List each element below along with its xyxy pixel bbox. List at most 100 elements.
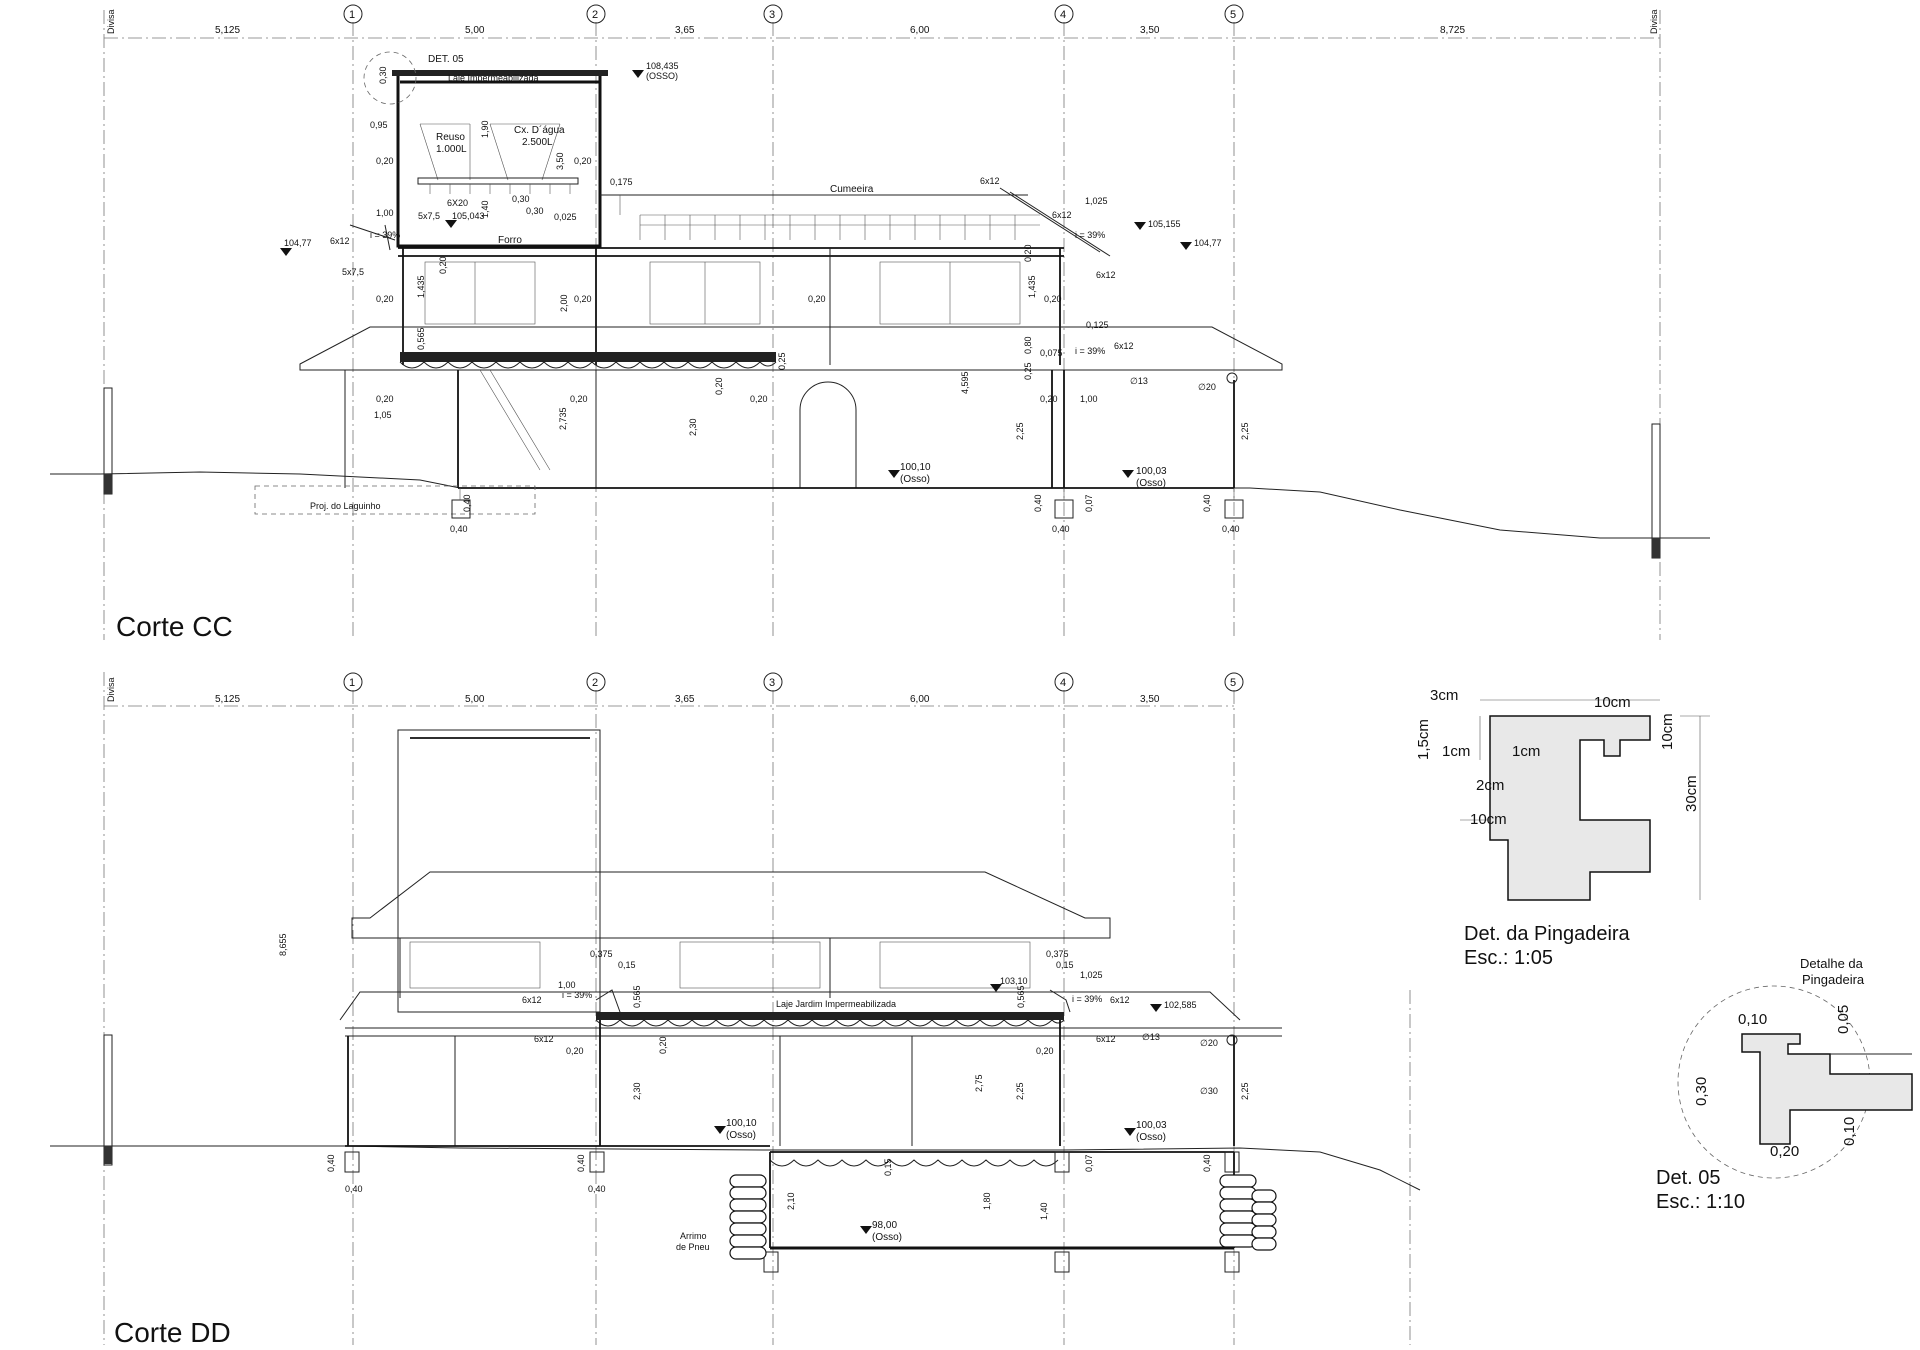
svg-text:0,15: 0,15 <box>1056 960 1074 970</box>
axis-1-label: 1 <box>349 9 355 21</box>
tire-retaining-left <box>729 1174 767 1260</box>
svg-text:0,375: 0,375 <box>1046 949 1069 959</box>
svg-text:(Osso): (Osso) <box>1136 1132 1166 1143</box>
divisa-label-right: Divisa <box>1649 9 1659 34</box>
det05-dim-030: 0,30 <box>1693 1077 1710 1106</box>
svg-text:1,025: 1,025 <box>1085 196 1108 206</box>
svg-text:2,75: 2,75 <box>974 1074 984 1092</box>
svg-text:104,77: 104,77 <box>284 238 312 248</box>
dim-1cm-a: 1cm <box>1442 743 1470 760</box>
tire-retaining-right <box>1219 1174 1277 1251</box>
laje-label: Laje Impermeabilizada <box>448 73 539 83</box>
svg-text:∅30: ∅30 <box>1200 1086 1218 1096</box>
forro-label: Forro <box>498 235 522 246</box>
svg-text:0,40: 0,40 <box>326 1154 336 1172</box>
svg-text:0,20: 0,20 <box>438 256 448 274</box>
svg-text:1,05: 1,05 <box>374 410 392 420</box>
roof-cc <box>349 187 1111 257</box>
svg-text:0,025: 0,025 <box>554 212 577 222</box>
axis-2-label: 2 <box>592 9 598 21</box>
svg-text:0,20: 0,20 <box>1044 294 1062 304</box>
svg-text:(Osso): (Osso) <box>900 474 930 485</box>
svg-text:1,435: 1,435 <box>1027 275 1037 298</box>
tower-ghost-dd <box>339 729 1241 1021</box>
svg-text:2,30: 2,30 <box>688 418 698 436</box>
svg-text:i = 39%: i = 39% <box>1072 994 1102 1004</box>
svg-text:0,40: 0,40 <box>1052 524 1070 534</box>
svg-text:2,25: 2,25 <box>1240 1082 1250 1100</box>
ground-floor-cc <box>344 369 1238 489</box>
svg-text:(Osso): (Osso) <box>1136 478 1166 489</box>
det-pingadeira-scale: Esc.: 1:05 <box>1464 947 1553 969</box>
title-corte-cc: Corte CC <box>116 611 233 642</box>
svg-text:0,20: 0,20 <box>574 156 592 166</box>
svg-text:108,435: 108,435 <box>646 61 679 71</box>
spacing-label: 3,65 <box>675 25 695 36</box>
svg-text:0,20: 0,20 <box>714 377 724 395</box>
svg-text:0,20: 0,20 <box>376 156 394 166</box>
axis-3-label: 3 <box>769 9 775 21</box>
svg-text:0,565: 0,565 <box>1016 985 1026 1008</box>
svg-text:102,585: 102,585 <box>1164 1000 1197 1010</box>
svg-text:0,15: 0,15 <box>883 1158 893 1176</box>
svg-text:(Osso): (Osso) <box>726 1130 756 1141</box>
svg-text:5,125: 5,125 <box>215 694 240 705</box>
svg-text:6x12: 6x12 <box>1052 210 1072 220</box>
det05-dim-020: 0,20 <box>1770 1143 1799 1160</box>
reuso-volume: 1.000L <box>436 144 467 155</box>
proj-laguinho-label: Proj. do Laguinho <box>310 501 381 511</box>
det05-callout: Detalhe da <box>1800 956 1864 971</box>
svg-text:0,40: 0,40 <box>345 1184 363 1194</box>
divisa-label-left: Divisa <box>106 9 116 34</box>
svg-text:6x12: 6x12 <box>1096 270 1116 280</box>
svg-text:104,77: 104,77 <box>1194 238 1222 248</box>
axis-5-label: 5 <box>1230 9 1236 21</box>
svg-text:0,125: 0,125 <box>1086 320 1109 330</box>
svg-text:1,435: 1,435 <box>416 275 426 298</box>
svg-text:0,95: 0,95 <box>370 120 388 130</box>
det05-callout-2: Pingadeira <box>1802 972 1865 987</box>
svg-text:3,65: 3,65 <box>675 694 695 705</box>
svg-text:0,25: 0,25 <box>777 352 787 370</box>
svg-text:0,20: 0,20 <box>574 294 592 304</box>
svg-text:105,155: 105,155 <box>1148 219 1181 229</box>
svg-text:2,25: 2,25 <box>1240 422 1250 440</box>
svg-text:0,20: 0,20 <box>570 394 588 404</box>
axis-bubbles-dd: 1 2 3 4 5 <box>343 672 1244 692</box>
det05-dim-010-top: 0,10 <box>1738 1011 1767 1028</box>
levels-dd: 100,10 (Osso) 100,03 (Osso) 98,00 (Osso)… <box>714 976 1197 1243</box>
slope-labels-dd: i = 39% i = 39% 6x12 6x12 6x12 6x12 <box>522 990 1130 1044</box>
basement-dd <box>763 1152 1240 1273</box>
svg-text:0,40: 0,40 <box>576 1154 586 1172</box>
svg-text:8,655: 8,655 <box>278 933 288 956</box>
level-marker-top: 108,435 (OSSO) <box>632 61 679 81</box>
svg-text:1,00: 1,00 <box>558 980 576 990</box>
axis-spacings-dd: 5,125 5,00 3,65 6,00 3,50 <box>215 694 1160 705</box>
axis-spacings-cc: 5,125 5,00 3,65 6,00 3,50 8,725 <box>215 25 1465 36</box>
svg-text:6x12: 6x12 <box>330 236 350 246</box>
svg-text:6x12: 6x12 <box>1110 995 1130 1005</box>
svg-text:0,375: 0,375 <box>590 949 613 959</box>
svg-text:1,025: 1,025 <box>1080 970 1103 980</box>
dimensions-dd: 8,655 0,375 0,15 0,375 0,15 1,00 1,025 0… <box>278 933 1250 1220</box>
svg-text:0,25: 0,25 <box>1023 362 1033 380</box>
svg-text:3: 3 <box>769 677 775 689</box>
svg-text:0,20: 0,20 <box>376 394 394 404</box>
dimensions-cc: 0,30 0,95 0,20 0,20 1,00 1,90 3,50 1,40 … <box>370 66 1250 534</box>
svg-text:103,10: 103,10 <box>1000 976 1028 986</box>
cumeeira-label: Cumeeira <box>830 184 874 195</box>
svg-text:100,10: 100,10 <box>726 1118 757 1129</box>
svg-text:1,80: 1,80 <box>982 1192 992 1210</box>
svg-text:(OSSO): (OSSO) <box>646 71 678 81</box>
slab-cc <box>399 352 777 369</box>
svg-text:i = 39%: i = 39% <box>1075 346 1105 356</box>
svg-text:0,40: 0,40 <box>588 1184 606 1194</box>
svg-text:i = 39%: i = 39% <box>562 990 592 1000</box>
divisa-post-dd <box>103 1034 113 1166</box>
svg-text:6,00: 6,00 <box>910 694 930 705</box>
slab-dd <box>345 989 1282 1037</box>
svg-text:5x7,5: 5x7,5 <box>342 267 364 277</box>
svg-text:3,50: 3,50 <box>1140 694 1160 705</box>
svg-text:6x12: 6x12 <box>1096 1034 1116 1044</box>
det05-tag: DET. 05 <box>428 54 464 65</box>
